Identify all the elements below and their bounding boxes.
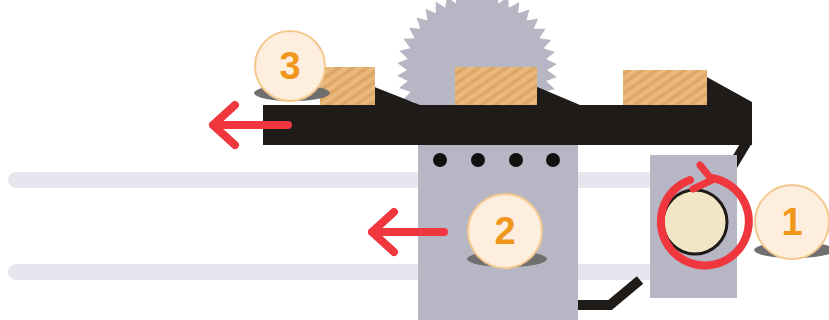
block-shadow	[372, 86, 420, 105]
bolt	[509, 153, 523, 167]
callout-number: 2	[494, 212, 515, 250]
callout-badge	[255, 31, 325, 101]
rotation-arrow-head	[693, 165, 712, 189]
block-shadow	[705, 76, 752, 110]
bolt	[546, 153, 560, 167]
wood-block	[320, 67, 375, 105]
block-shadow	[535, 86, 580, 105]
direction-arrow	[372, 212, 444, 252]
callout-badge	[755, 185, 829, 259]
bolt	[471, 153, 485, 167]
direction-arrow	[213, 105, 288, 145]
callout-badge	[468, 194, 542, 268]
roller	[663, 190, 727, 254]
callout-number: 1	[781, 203, 802, 241]
bolt	[433, 153, 447, 167]
drive-belt	[578, 280, 640, 305]
wood-block	[455, 67, 537, 105]
callout-number: 3	[279, 47, 300, 85]
rotation-arrow	[661, 178, 749, 265]
conveyor-belt	[263, 105, 752, 145]
wood-block	[623, 70, 707, 105]
